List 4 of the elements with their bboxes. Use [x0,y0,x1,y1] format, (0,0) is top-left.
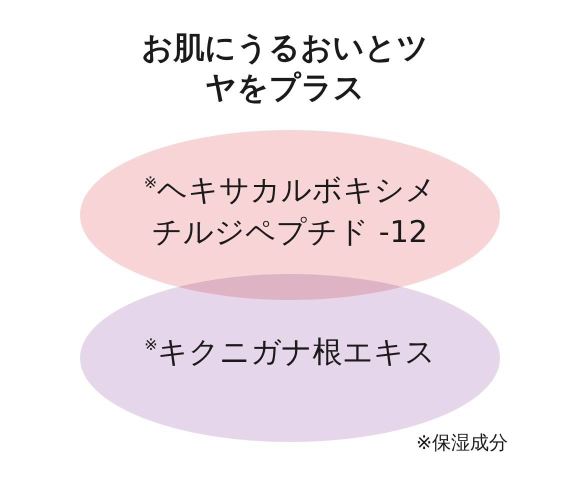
footnote: ※保湿成分 [416,431,508,456]
ingredient-name: $^{※}$ヘキサカルボキシメチルジペプチド -12 [142,172,438,252]
ingredient-name: $^{※}$キクニガナ根エキス [143,334,437,372]
heading: お肌にうるおいとツヤをプラス [140,29,430,108]
